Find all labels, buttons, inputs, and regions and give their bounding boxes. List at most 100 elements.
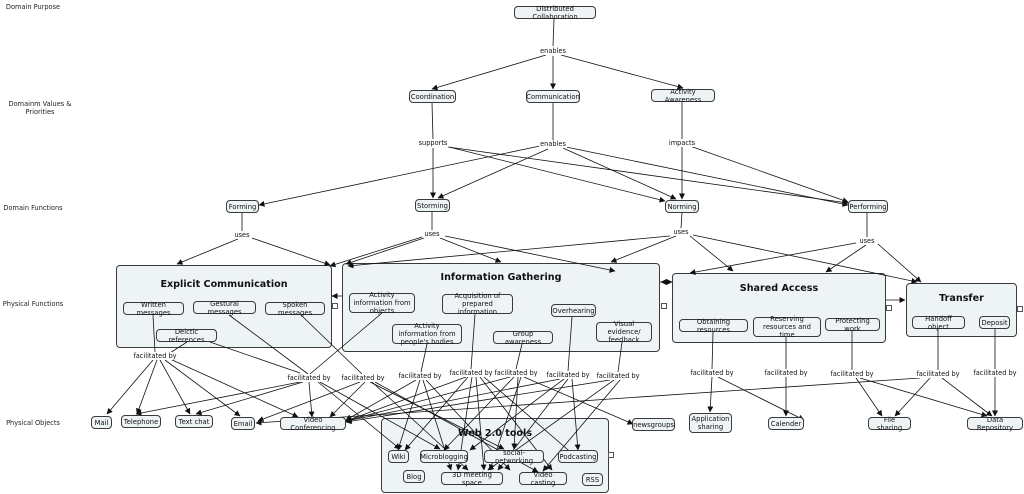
node-overhearing[interactable]: Overhearing	[551, 304, 596, 317]
node-reserving-resources[interactable]: Reserving resources and time	[753, 315, 821, 339]
node-visual-evidence[interactable]: Visual evidence/ feedback	[596, 320, 652, 344]
node-obtaining-resources[interactable]: Obtaining resources	[679, 318, 748, 334]
node-performing[interactable]: Performing	[848, 200, 888, 213]
level-label-domain-values: Domainm Values & Priorities	[8, 100, 72, 116]
connector-line	[610, 235, 677, 263]
connector-line	[894, 377, 931, 417]
node-group-awareness[interactable]: Group awareness	[493, 330, 553, 346]
node-distributed-collaboration[interactable]: Distributed Collaboration	[514, 5, 596, 21]
link-label-facilitated-by: facilitated by	[763, 369, 809, 377]
link-label-facilitated-by: facilitated by	[595, 372, 641, 380]
node-activity-awareness[interactable]: Activity Awareness	[651, 88, 715, 104]
group-title-web-tools: Web 2.0 tools	[457, 428, 533, 439]
node-activity-info-objects[interactable]: Activity information from objects	[349, 291, 415, 315]
link-label-facilitated-by: facilitated by	[915, 370, 961, 378]
connector-line	[560, 54, 684, 90]
link-label-supports: supports	[417, 139, 449, 147]
node-activity-info-bodies[interactable]: Activity information from people's bodie…	[392, 322, 462, 346]
connector-line	[396, 379, 421, 451]
connector-line	[345, 379, 611, 425]
node-file-sharing[interactable]: File sharing	[868, 416, 911, 432]
level-label-domain-purpose: Domain Purpose	[5, 3, 61, 11]
connector-line	[523, 376, 634, 425]
expand-web-icon[interactable]	[608, 452, 614, 458]
connector-line	[159, 359, 191, 415]
connector-line	[617, 341, 623, 373]
link-label-facilitated-by: facilitated by	[132, 352, 178, 360]
link-label-uses: uses	[858, 237, 876, 245]
connector-line	[420, 343, 428, 373]
node-video-conferencing[interactable]: Video Conferencing	[280, 416, 346, 432]
connector-line	[515, 343, 523, 370]
node-rss[interactable]: RSS	[582, 473, 603, 486]
node-podcasting[interactable]: Podcasting	[558, 450, 598, 463]
group-title-transfer: Transfer	[939, 293, 984, 304]
connector-line	[711, 331, 714, 370]
node-application-sharing[interactable]: Application sharing	[689, 413, 732, 433]
connector-line	[431, 102, 434, 140]
connector-line	[443, 376, 515, 451]
connector-line	[176, 238, 239, 265]
connector-line	[717, 376, 805, 421]
node-forming[interactable]: Forming	[226, 200, 259, 213]
connector-line	[251, 237, 331, 267]
node-newsgroups[interactable]: newsgroups	[632, 418, 675, 431]
node-data-repository[interactable]: Data Repository	[967, 416, 1023, 432]
node-storming[interactable]: Storming	[415, 199, 450, 212]
link-label-uses: uses	[233, 231, 251, 239]
node-deposit[interactable]: Deposit	[979, 316, 1010, 329]
expand-shared-icon[interactable]	[886, 305, 892, 311]
link-label-uses: uses	[423, 230, 441, 238]
group-title-shared-access: Shared Access	[739, 283, 819, 294]
node-norming[interactable]: Norming	[665, 200, 699, 213]
connector-line	[345, 376, 511, 423]
node-text-chat[interactable]: Text chat	[175, 415, 213, 428]
node-coordination[interactable]: Coordination	[409, 90, 456, 103]
node-handoff-object[interactable]: Handoff object	[912, 315, 965, 331]
expand-info-icon[interactable]	[661, 303, 667, 309]
node-microblogging[interactable]: Microblogging	[420, 450, 468, 463]
link-label-impacts: impacts	[667, 139, 697, 147]
node-blog[interactable]: Blog	[403, 470, 425, 483]
connector-line	[257, 381, 361, 422]
connector-line	[319, 381, 441, 450]
connector-line	[345, 376, 467, 422]
node-email[interactable]: Email	[231, 417, 255, 430]
connector-line	[470, 313, 476, 370]
node-gestural-messages[interactable]: Gestural messages	[193, 300, 256, 316]
group-title-information-gathering: Information Gathering	[440, 272, 562, 283]
connector-line	[195, 381, 304, 416]
node-video-casting[interactable]: Video casting	[519, 471, 567, 487]
connector-line	[300, 314, 363, 375]
link-label-facilitated-by: facilitated by	[397, 372, 443, 380]
connector-line	[345, 378, 561, 423]
expand-transfer-icon[interactable]	[1017, 306, 1023, 312]
node-deictic-references[interactable]: Deictic references	[156, 328, 217, 344]
connector-line	[469, 378, 565, 451]
connector-line	[439, 237, 502, 263]
connector-line	[345, 379, 417, 421]
connector-line	[329, 381, 366, 418]
node-telephone[interactable]: Telephone	[121, 415, 161, 428]
node-spoken-messages[interactable]: Spoken messages	[265, 301, 325, 317]
node-3d-meeting-space[interactable]: 3D meeting space	[441, 471, 503, 487]
node-social-networking[interactable]: social-networking	[484, 449, 544, 465]
connector-line	[680, 212, 683, 229]
link-label-enables: enables	[539, 140, 567, 148]
connector-line	[308, 381, 315, 418]
node-written-messages[interactable]: Written messages	[123, 301, 184, 317]
node-calender[interactable]: Calender	[768, 417, 804, 430]
node-communication[interactable]: Communication	[526, 90, 580, 103]
link-label-facilitated-by: facilitated by	[493, 369, 539, 377]
node-acquisition-prepared-info[interactable]: Acquisition of prepared information	[442, 292, 513, 316]
connector-line	[209, 341, 301, 374]
level-label-physical-objects: Physical Objects	[6, 419, 60, 427]
node-protecting-work[interactable]: Protecting work	[825, 317, 880, 333]
link-label-uses: uses	[672, 228, 690, 236]
connector-line	[444, 145, 666, 203]
connector-line	[707, 376, 714, 413]
node-mail[interactable]: Mail	[91, 416, 112, 429]
node-wiki[interactable]: Wiki	[388, 450, 409, 463]
connector-line	[258, 145, 541, 207]
expand-explicit-icon[interactable]	[332, 303, 338, 309]
